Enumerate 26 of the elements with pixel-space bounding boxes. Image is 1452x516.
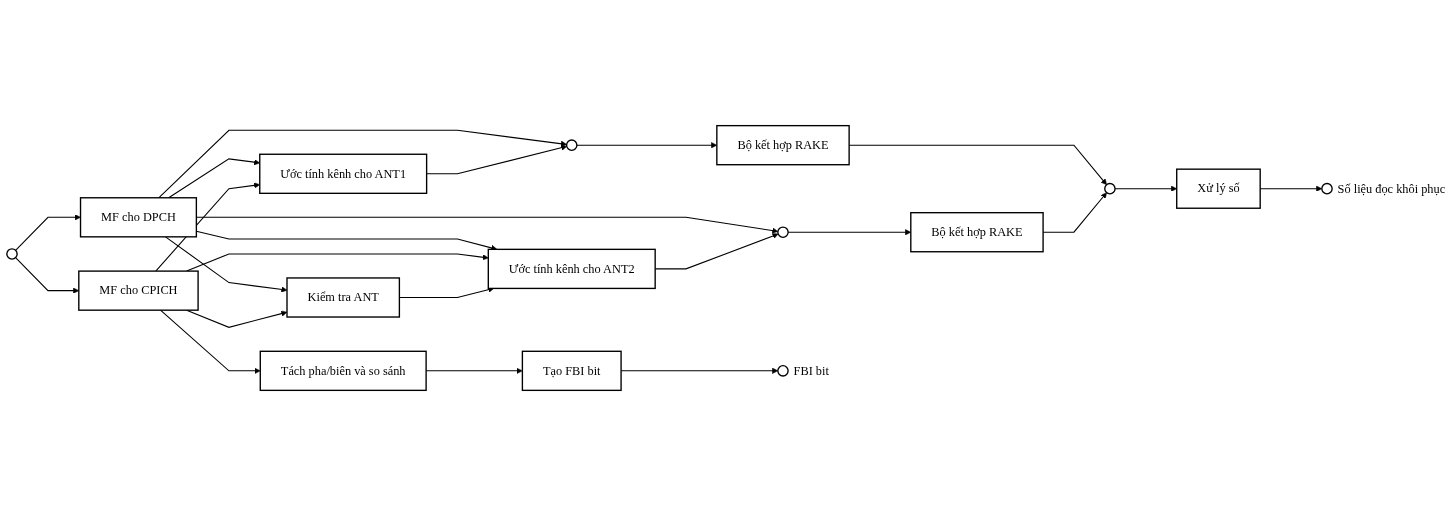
process-box: Xử lý số [1176,168,1261,209]
multiplier-circle [1104,182,1116,195]
process-box: MF cho DPCH [79,197,198,238]
arrow [186,309,288,328]
process-box: Kiểm tra ANT [286,277,401,318]
process-box: Bộ kết hợp RAKE [716,124,850,166]
arrow [15,214,81,251]
terminal-circle [6,248,18,260]
arrow [426,144,567,175]
arrow [158,129,567,199]
process-box: Ước tính kênh cho ANT2 [487,248,656,290]
process-box: MF cho CPICH [78,270,199,311]
output-label: Số liệu đọc khôi phục [1337,181,1446,196]
process-box: Ước tính kênh cho ANT1 [259,153,428,194]
arrow [186,253,489,272]
output-label: FBI bit [793,363,829,378]
arrow [1114,185,1177,192]
arrow [164,236,288,293]
arrow [159,309,261,374]
terminal-circle [1321,182,1333,195]
terminal-circle [777,365,789,377]
process-box: Tạo FBI bit [521,350,622,392]
multiplier-circle [777,226,789,239]
multiplier-circle [565,139,578,151]
process-box: Tách pha/biên và so sánh [259,350,427,392]
process-box: Bộ kết hợp RAKE [910,212,1044,253]
